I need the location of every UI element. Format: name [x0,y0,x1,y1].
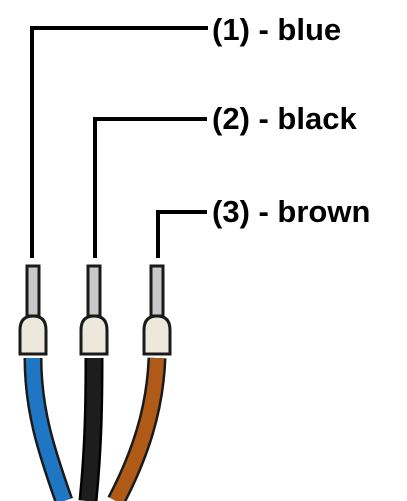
leader-line-3 [156,210,207,258]
ferrule-3-pin [149,264,165,318]
wire-1-insulation [26,357,71,501]
wire-3-insulation [109,357,164,501]
wire-3 [107,357,167,501]
ferrule-1-sleeve [18,314,48,356]
ferrules [18,264,172,356]
ferrule-3-sleeve [142,314,172,356]
ferrule-2-sleeve [79,314,109,356]
leader-line-2 [93,117,207,258]
ferrule-1-pin [25,264,41,318]
leader-lines [30,26,208,258]
ferrule-2 [79,264,109,356]
wire-1 [23,357,73,501]
wires [23,357,167,501]
leader-line-1 [30,26,208,258]
ferrule-2-pin [86,264,102,318]
wire-1-label: (1) - blue [212,12,341,47]
ferrule-3 [142,264,172,356]
ferrule-1 [18,264,48,356]
wire-2-label: (2) - black [212,101,357,136]
wire-2-insulation [81,357,101,501]
wire-2 [78,357,104,501]
wire-3-label: (3) - brown [212,194,370,229]
